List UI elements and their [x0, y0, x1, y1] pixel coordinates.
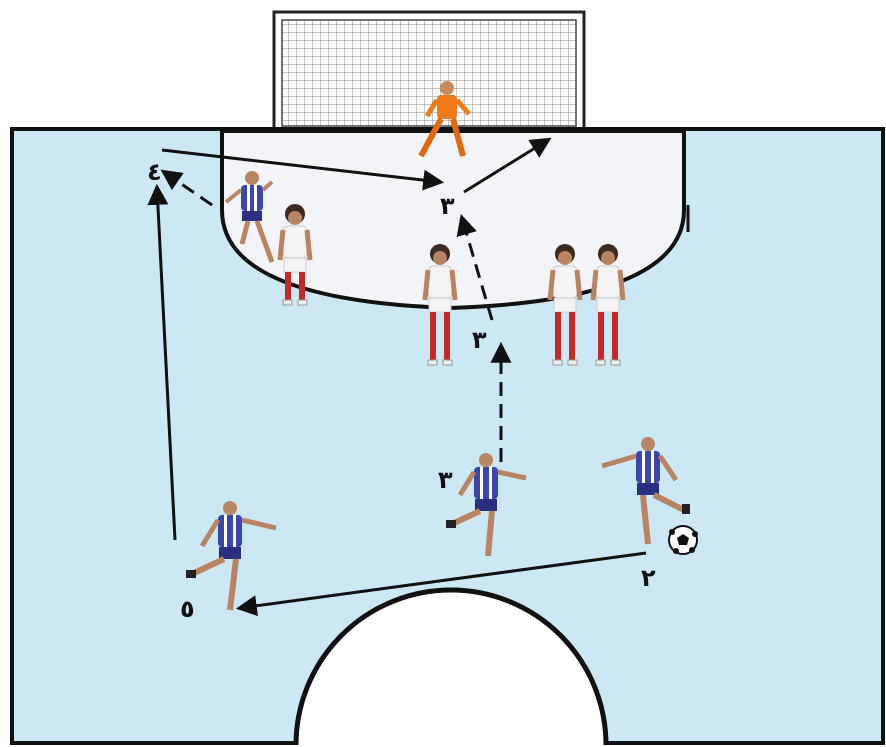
label-player-5: ٥: [180, 595, 195, 623]
play-arrows: [147, 137, 647, 617]
label-player-4: ٤: [147, 158, 162, 186]
attacker-3: [446, 453, 527, 557]
attacker-5: [186, 501, 277, 611]
label-player-3-run: ٣: [472, 326, 487, 354]
run-arrow-4-to-corner: [160, 169, 213, 207]
center-circle: [293, 587, 609, 746]
run-arrow-5-to-4: [147, 183, 177, 541]
defender: [277, 204, 313, 306]
pass-arrow-4-to-3: [161, 148, 445, 191]
attacker-2: [601, 437, 690, 545]
goalkeeper: [418, 81, 471, 158]
defender: [547, 244, 583, 366]
soccer-ball-icon: [668, 525, 698, 555]
pass-arrow-2-to-5: [235, 551, 647, 617]
attacker-4: [224, 171, 275, 263]
label-player-2: ٢: [641, 564, 656, 592]
label-player-3-goal: ٣: [440, 192, 455, 220]
defender: [422, 244, 458, 366]
run-arrow-3-to-box: [456, 213, 494, 321]
shot-arrow-3-to-goal: [463, 137, 552, 194]
label-player-3: ٣: [438, 466, 453, 494]
defender: [590, 244, 626, 366]
